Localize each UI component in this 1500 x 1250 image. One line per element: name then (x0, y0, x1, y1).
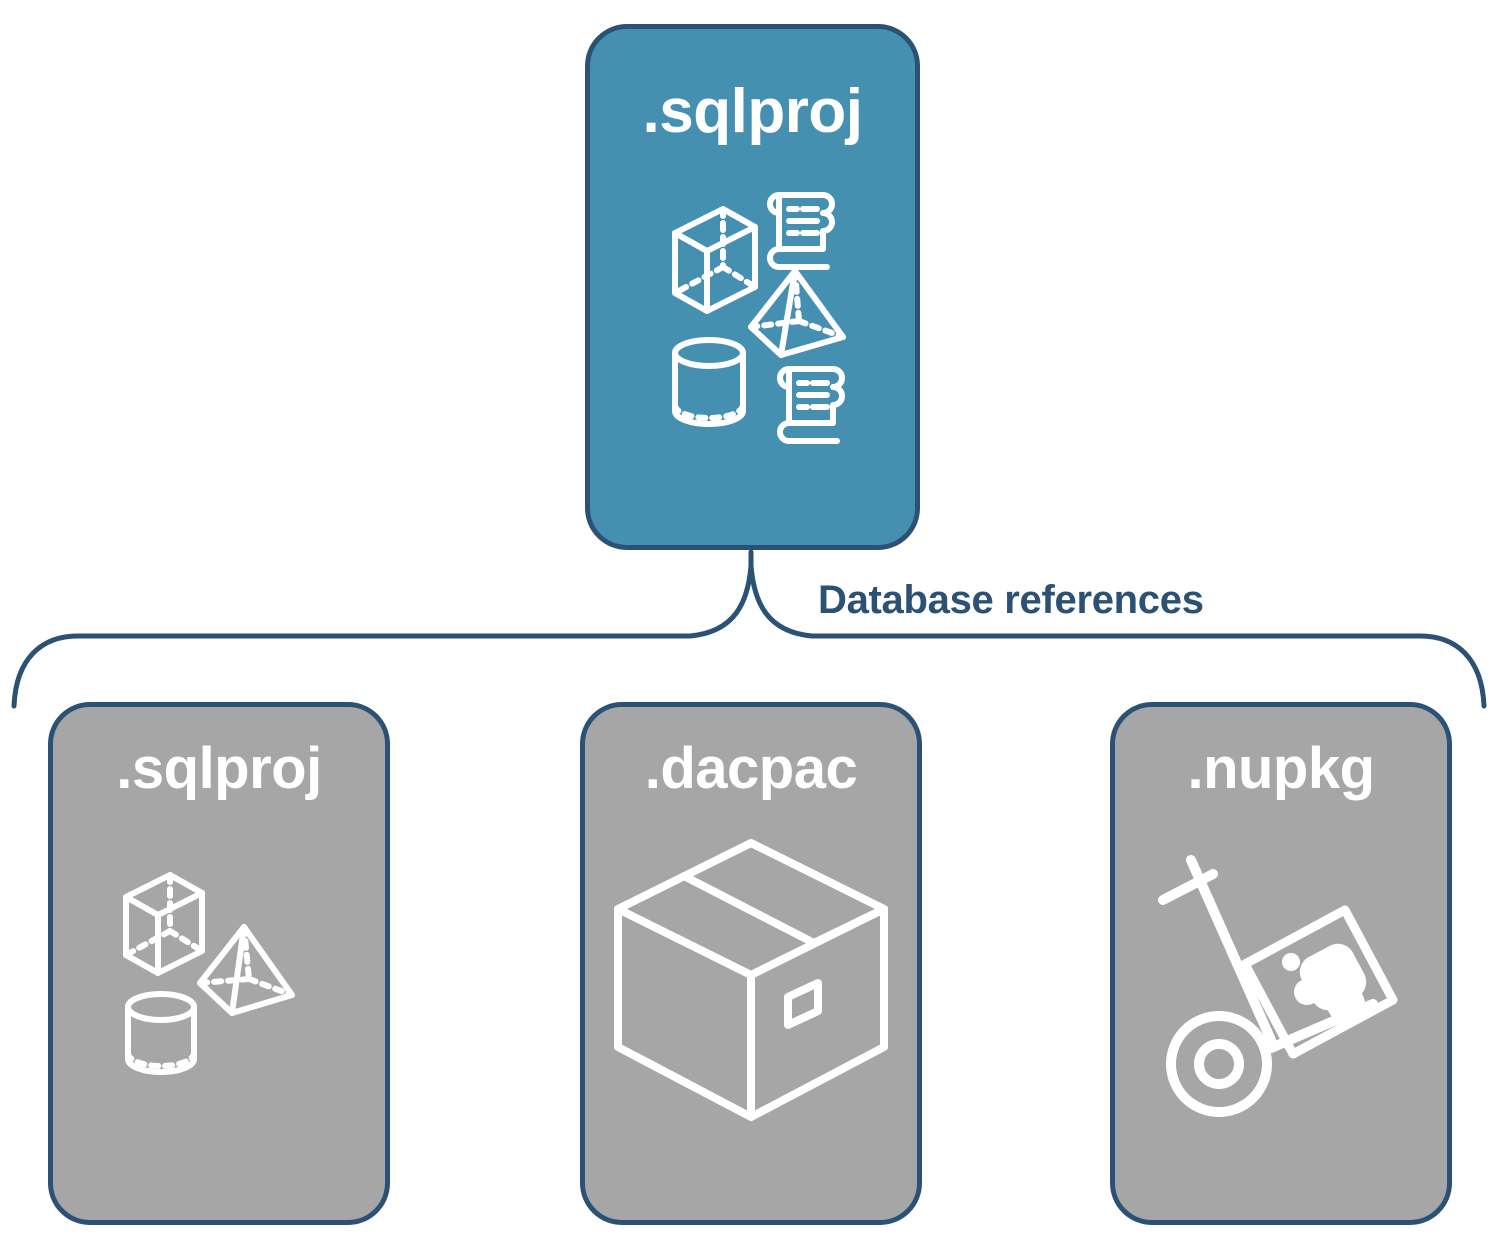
wireframe-cube-icon (671, 206, 758, 314)
node-title: .sqlproj (116, 736, 322, 801)
sqlproj-shapes-icon (671, 192, 846, 444)
source-icon-cluster (590, 179, 915, 449)
dolly-mast (1186, 855, 1276, 1045)
node-title: .nupkg (1187, 736, 1375, 801)
shipping-box-icon (614, 839, 888, 1121)
script-scroll-icon (776, 366, 845, 444)
node-card-nupkg[interactable]: .nupkg (1110, 702, 1452, 1225)
node-card-sqlproj-source[interactable]: .sqlproj (585, 24, 920, 550)
node-title: .dacpac (644, 736, 858, 801)
sqlproj-shapes-icon (123, 872, 295, 1075)
wireframe-cylinder-icon (125, 991, 197, 1075)
database-references-bracket (11, 549, 1487, 709)
wireframe-pyramid-icon (197, 924, 295, 1016)
connector-label: Database references (818, 578, 1204, 622)
node-card-sqlproj-target[interactable]: .sqlproj (48, 702, 390, 1225)
dolly-wheel (1166, 1011, 1272, 1117)
hand-truck-package-icon (1158, 855, 1398, 1117)
node-card-dacpac[interactable]: .dacpac (580, 702, 922, 1225)
script-scroll-icon (766, 192, 835, 270)
bracket-arm-left (75, 563, 754, 639)
node-title: .sqlproj (642, 77, 863, 146)
dacpac-icon-cluster (585, 835, 917, 1125)
wireframe-cube-icon (123, 872, 205, 976)
bracket-end-left (11, 633, 81, 709)
bracket-end-right (1417, 633, 1487, 709)
nuget-logo (1282, 943, 1367, 1023)
nuget-package (1240, 905, 1398, 1059)
dolly-handle (1158, 869, 1218, 905)
nupkg-icon-cluster (1115, 847, 1447, 1137)
sqlproj-icon-cluster (53, 862, 385, 1082)
wireframe-cylinder-icon (671, 337, 746, 427)
wireframe-pyramid-icon (747, 268, 846, 358)
dolly-hub (1194, 1039, 1244, 1089)
